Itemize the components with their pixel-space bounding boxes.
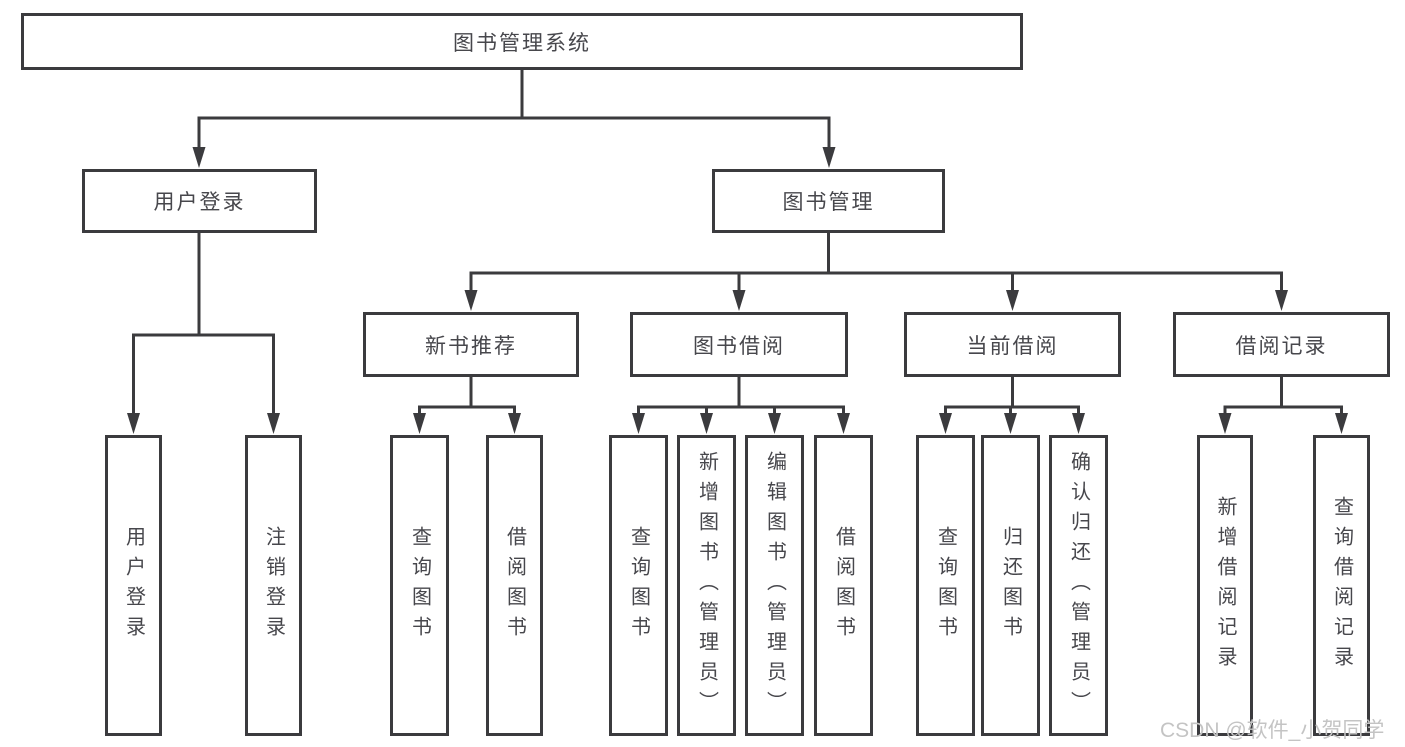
node-borrow-records-label: 借阅记录 — [1235, 334, 1328, 358]
connector-book-mgmt-to-groups — [464, 231, 1288, 311]
connector-current-borrow-to-leaves — [939, 375, 1085, 434]
node-user-login-label: 用户登录 — [153, 191, 246, 214]
node-leaf-edit-books-admin: 编辑图书（管理员） — [745, 435, 804, 736]
node-leaf-add-books-admin: 新增图书（管理员） — [677, 435, 736, 736]
node-leaf-return-books: 归还图书 — [981, 435, 1040, 736]
node-root-label: 图书管理系统 — [453, 31, 591, 55]
node-current-borrow-label: 当前借阅 — [966, 334, 1059, 358]
node-new-book-rec-label: 新书推荐 — [425, 334, 517, 358]
node-book-borrow: 图书借阅 — [630, 312, 848, 377]
node-leaf-query-borrow-record: 查询借阅记录 — [1313, 435, 1370, 736]
node-leaf-add-books-admin-label: 新增图书（管理员） — [695, 450, 718, 721]
node-leaf-borrow-books-rec-label: 借阅图书 — [503, 525, 526, 646]
node-leaf-query-books-borrow-label: 查询图书 — [627, 525, 650, 646]
node-borrow-records: 借阅记录 — [1173, 312, 1390, 377]
node-book-mgmt-label: 图书管理 — [782, 191, 875, 214]
node-leaf-add-borrow-record: 新增借阅记录 — [1197, 435, 1253, 736]
node-leaf-borrow-books-label: 借阅图书 — [832, 525, 855, 646]
node-user-login: 用户登录 — [82, 169, 317, 233]
node-leaf-borrow-books: 借阅图书 — [814, 435, 873, 736]
node-new-book-rec: 新书推荐 — [363, 312, 579, 377]
node-current-borrow: 当前借阅 — [904, 312, 1121, 377]
node-root: 图书管理系统 — [21, 13, 1023, 70]
connector-book-borrow-to-leaves — [632, 375, 850, 434]
node-leaf-borrow-books-rec: 借阅图书 — [486, 435, 543, 736]
node-book-borrow-label: 图书借阅 — [693, 334, 785, 358]
node-leaf-add-borrow-record-label: 新增借阅记录 — [1214, 495, 1236, 676]
node-leaf-confirm-return-admin-label: 确认归还（管理员） — [1067, 450, 1090, 721]
node-leaf-logout-label: 注销登录 — [262, 525, 285, 646]
connector-new-book-rec-to-leaves — [413, 375, 521, 434]
node-book-mgmt: 图书管理 — [712, 169, 945, 233]
node-leaf-user-login: 用户登录 — [105, 435, 162, 736]
connector-borrow-records-to-leaves — [1218, 375, 1348, 434]
node-leaf-query-books-current-label: 查询图书 — [934, 525, 957, 646]
node-leaf-confirm-return-admin: 确认归还（管理员） — [1049, 435, 1108, 736]
node-leaf-query-books-rec: 查询图书 — [390, 435, 449, 736]
csdn-watermark: CSDN @软件_小贺同学 — [1160, 719, 1385, 742]
node-leaf-edit-books-admin-label: 编辑图书（管理员） — [763, 450, 786, 721]
node-leaf-query-books-borrow: 查询图书 — [609, 435, 668, 736]
node-leaf-query-books-current: 查询图书 — [916, 435, 975, 736]
connector-root-to-branches — [192, 68, 836, 168]
node-leaf-query-borrow-record-label: 查询借阅记录 — [1330, 495, 1353, 676]
node-leaf-return-books-label: 归还图书 — [999, 525, 1022, 646]
node-leaf-logout: 注销登录 — [245, 435, 302, 736]
connector-user-login-to-leaves — [127, 231, 280, 434]
node-leaf-query-books-rec-label: 查询图书 — [408, 525, 431, 646]
node-leaf-user-login-label: 用户登录 — [122, 525, 145, 646]
